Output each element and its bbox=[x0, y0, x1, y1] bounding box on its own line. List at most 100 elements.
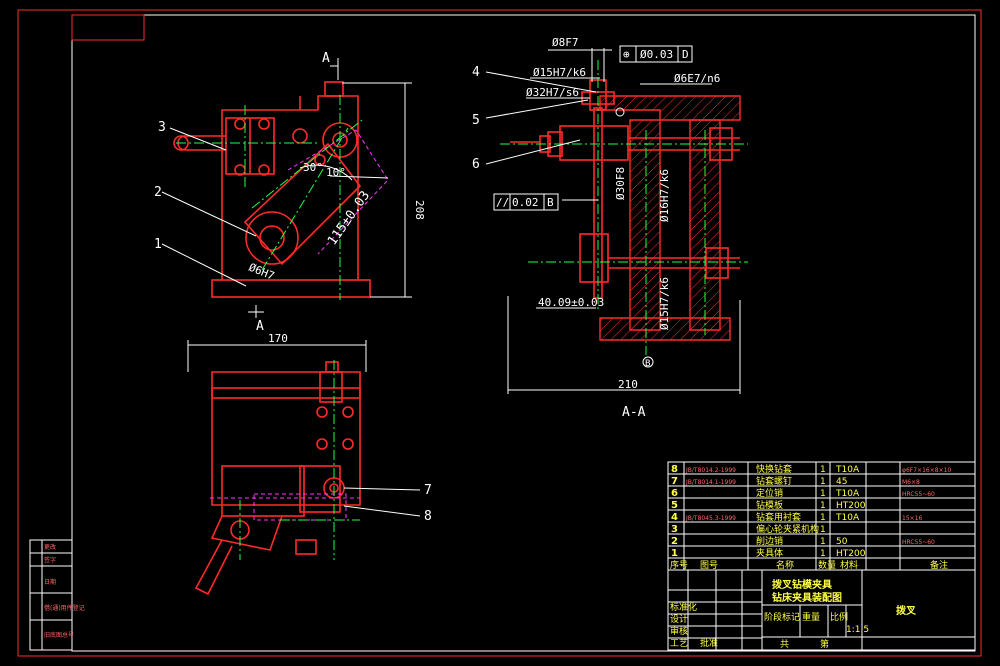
bom-cell-material: T10A bbox=[835, 513, 860, 523]
bottom-view: 170 7 8 bbox=[187, 332, 432, 596]
side-revision-table: 更改 签字 日期 借(通)用件登记 旧底图总号 bbox=[29, 539, 85, 651]
bom-cell-qty: 1 bbox=[820, 477, 826, 487]
section-label-top: A bbox=[322, 51, 330, 66]
bom-header: 序号 图号 名称 数量材料 备注 bbox=[670, 559, 948, 571]
tb-weight: 重量 bbox=[802, 611, 820, 623]
company-name: 拨叉 bbox=[896, 604, 917, 617]
balloon-1: 1 bbox=[154, 237, 162, 252]
fit-6e7-n6: Ø6E7/n6 bbox=[674, 72, 720, 85]
front-angle-10: 10° bbox=[326, 166, 346, 179]
parallel-tol-symbol: // bbox=[496, 196, 509, 209]
bom-header-no: 序号 bbox=[670, 559, 688, 571]
side-label-3: 日期 bbox=[44, 578, 56, 586]
parallel-tol-value: 0.02 bbox=[512, 196, 539, 209]
drawing-title-1: 拨叉钻模夹具 bbox=[772, 578, 832, 591]
bom-cell-note: 15×16 bbox=[902, 515, 922, 522]
bom-cell-material: T10A bbox=[835, 489, 860, 499]
bom-cell-qty: 1 bbox=[820, 489, 826, 499]
corner-box bbox=[71, 14, 145, 41]
drawing-title-2: 钻床夹具装配图 bbox=[772, 591, 842, 604]
bom-cell-qty: 1 bbox=[820, 537, 826, 547]
bom-cell-code: JB/T8045.3-1999 bbox=[685, 515, 736, 522]
bom-cell-qty: 1 bbox=[820, 465, 826, 475]
balloon-2: 2 bbox=[154, 185, 162, 200]
bom-cell-no: 1 bbox=[671, 548, 678, 559]
tb-sheet: 第 bbox=[820, 638, 829, 650]
bom-cell-no: 6 bbox=[671, 488, 678, 499]
bom-cell-name: 定位销 bbox=[756, 487, 783, 499]
tb-stage: 阶段标记 bbox=[764, 611, 800, 623]
bom-header-material: 材料 bbox=[840, 559, 858, 571]
bom-cell-no: 2 bbox=[671, 536, 678, 547]
bom-cell-name: 钻套螺钉 bbox=[756, 475, 792, 487]
bom-cell-note: HRC55~60 bbox=[902, 539, 935, 546]
tb-total: 共 bbox=[780, 639, 789, 650]
balloon-5: 5 bbox=[472, 113, 480, 128]
section-label-bottom: A bbox=[256, 319, 264, 334]
bom-cell-name: 削边销 bbox=[756, 535, 783, 547]
bom-cell-name: 钻套用衬套 bbox=[756, 511, 801, 523]
parallel-tol-datum: B bbox=[547, 196, 554, 209]
fit-16h7-k6: Ø16H7/k6 bbox=[658, 169, 671, 222]
fit-8f7: Ø8F7 bbox=[552, 36, 579, 49]
side-label-5: 旧底图总号 bbox=[44, 631, 74, 639]
section-name: A-A bbox=[622, 405, 646, 420]
balloon-4: 4 bbox=[472, 65, 480, 80]
tb-approve: 批准 bbox=[700, 637, 718, 649]
bom-header-qty: 数量 bbox=[818, 559, 836, 571]
bom-header-code: 图号 bbox=[700, 560, 718, 571]
tb-check: 审核 bbox=[670, 625, 688, 637]
offset-dim: 40.09±0.03 bbox=[538, 296, 604, 309]
bom-cell-material: 50 bbox=[836, 537, 848, 547]
bom-cell-name: 钻模板 bbox=[756, 499, 783, 511]
bom-header-name: 名称 bbox=[776, 559, 794, 571]
bom-cell-no: 7 bbox=[671, 476, 678, 487]
fit-32h7-s6: Ø32H7/s6 bbox=[526, 86, 579, 99]
bom-cell-note: HRC55~60 bbox=[902, 491, 935, 498]
width-210: 210 bbox=[618, 378, 638, 391]
bom-cell-name: 快换钻套 bbox=[756, 463, 792, 475]
datum-b: B bbox=[645, 359, 650, 369]
front-angle-30: 30° bbox=[303, 161, 323, 174]
bom-cell-no: 5 bbox=[671, 500, 678, 511]
position-tol-datum: D bbox=[682, 48, 689, 61]
bottom-width-dim: 170 bbox=[268, 332, 288, 345]
bom-cell-qty: 1 bbox=[820, 525, 826, 535]
bom-cell-no: 4 bbox=[671, 512, 678, 523]
side-label-4: 借(通)用件登记 bbox=[44, 604, 85, 612]
tb-design: 设计 bbox=[670, 613, 688, 625]
bom-cell-material: HT200 bbox=[836, 549, 866, 559]
bom-cell-qty: 1 bbox=[820, 501, 826, 511]
tb-process: 工艺 bbox=[670, 638, 688, 649]
bom-cell-qty: 1 bbox=[820, 513, 826, 523]
bom-cell-name: 夹具体 bbox=[756, 547, 783, 559]
balloon-7: 7 bbox=[424, 483, 432, 498]
tb-ratio: 比例 bbox=[830, 611, 848, 623]
bom-cell-note: φ6F7×16×8×10 bbox=[902, 467, 951, 474]
bom-cell-note: M6×8 bbox=[902, 479, 920, 486]
balloon-8: 8 bbox=[424, 509, 432, 524]
position-tol-symbol: ⊕ bbox=[623, 48, 630, 61]
title-block: 拨叉钻模夹具 钻床夹具装配图 拨叉 1:1.5 标准化 设计 审核 工艺 阶段标… bbox=[667, 569, 976, 651]
fit-15h7-k6: Ø15H7/k6 bbox=[533, 66, 586, 79]
bore-30f8: Ø30F8 bbox=[614, 167, 627, 200]
section-view-aa: ⊕ Ø0.03 D // 0.02 B Ø8F7 Ø15H7/k6 Ø32H7/… bbox=[472, 36, 748, 420]
balloon-3: 3 bbox=[158, 120, 166, 135]
position-tol-value: Ø0.03 bbox=[640, 48, 673, 61]
side-label-1: 更改 bbox=[44, 543, 56, 551]
bom-cell-qty: 1 bbox=[820, 549, 826, 559]
inner-frame bbox=[71, 14, 976, 652]
bom-cell-no: 8 bbox=[671, 464, 678, 475]
outer-frame bbox=[17, 9, 982, 657]
bom-cell-material: HT200 bbox=[836, 501, 866, 511]
front-view: 30° 10° 115±0.03 208 Ø6H7 A A 3 2 1 bbox=[154, 51, 426, 334]
bom-cell-no: 3 bbox=[671, 524, 678, 535]
fit-15h7-k6-lower: Ø15H7/k6 bbox=[658, 277, 671, 330]
bom-cell-code: JB/T8014.1-1999 bbox=[685, 479, 736, 486]
bom-header-note: 备注 bbox=[930, 559, 948, 571]
tb-standard: 标准化 bbox=[670, 601, 697, 613]
side-label-2: 签字 bbox=[44, 556, 56, 564]
